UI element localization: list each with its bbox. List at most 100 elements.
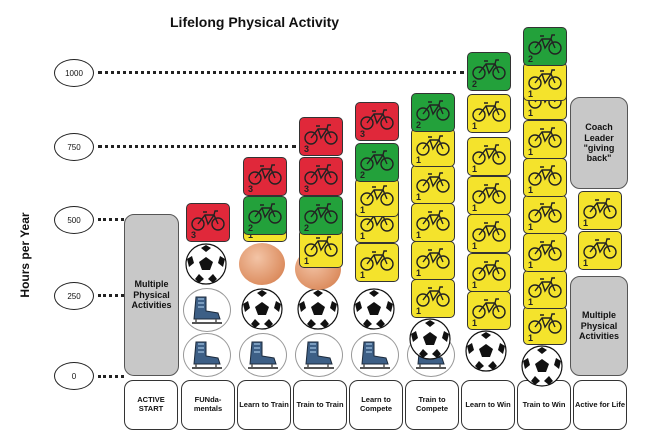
- soccer-ball-icon: [353, 288, 395, 330]
- bicycle-icon: [528, 69, 562, 90]
- multiple-activities-box-right: Multiple Physical Activities: [570, 276, 628, 376]
- tile-number: 1: [583, 258, 589, 268]
- bicycle-icon: [416, 248, 450, 269]
- bicycle-icon: [416, 172, 450, 193]
- tile-number: 1: [416, 192, 422, 202]
- soccer-ball-icon: [295, 288, 341, 330]
- bicycle-tile: 3: [299, 157, 343, 196]
- bicycle-tile: 1: [411, 203, 455, 242]
- gridline-0: [98, 375, 124, 378]
- y-axis-label: Hours per Year: [18, 212, 32, 298]
- gridline-250: [98, 294, 124, 297]
- tile-number: 1: [472, 241, 478, 251]
- tile-number: 1: [583, 218, 589, 228]
- y-tick-1000: 1000: [54, 59, 94, 87]
- tile-number: 2: [304, 223, 310, 233]
- bicycle-icon: [416, 135, 450, 156]
- stage-learn-to-compete: Learn to Compete: [349, 380, 403, 430]
- tile-number: 3: [191, 230, 197, 240]
- tile-number: 1: [528, 185, 534, 195]
- bicycle-tile: 1: [467, 253, 511, 292]
- tile-number: 1: [472, 203, 478, 213]
- stage-learn-to-win: Learn to Win: [461, 380, 515, 430]
- bicycle-icon: [304, 236, 338, 257]
- tile-number: 1: [360, 270, 366, 280]
- bicycle-icon: [360, 150, 394, 171]
- stage-fundamentals: FUNda-mentals: [181, 380, 235, 430]
- bicycle-icon: [472, 298, 506, 319]
- bicycle-icon: [416, 286, 450, 307]
- bicycle-tile: 1: [467, 214, 511, 253]
- bicycle-icon: [528, 165, 562, 186]
- bicycle-icon: [472, 59, 506, 80]
- bicycle-tile: 1: [523, 120, 567, 159]
- page-title: Lifelong Physical Activity: [170, 14, 340, 30]
- bicycle-icon: [472, 183, 506, 204]
- soccer-ball-icon: [351, 288, 397, 330]
- gridline-750: [98, 145, 296, 148]
- soccer-ball-icon: [185, 243, 227, 285]
- soccer-ball-icon: [183, 243, 229, 285]
- stage-active-for-life: Active for Life: [573, 380, 627, 430]
- bicycle-icon: [472, 221, 506, 242]
- bicycle-icon: [304, 164, 338, 185]
- bicycle-tile: 1: [523, 195, 567, 234]
- tile-number: 1: [528, 297, 534, 307]
- gridline-1000: [98, 71, 464, 74]
- bicycle-tile: 1: [299, 229, 343, 268]
- bicycle-tile: 3: [299, 117, 343, 156]
- stage-active-start: ACTIVE START: [124, 380, 178, 430]
- gridline-500: [98, 218, 124, 221]
- y-tick-750: 750: [54, 133, 94, 161]
- tile-number: 3: [304, 144, 310, 154]
- tile-number: 2: [248, 223, 254, 233]
- bicycle-tile: 2: [243, 196, 287, 235]
- bicycle-tile: 2: [355, 143, 399, 182]
- tile-number: 1: [416, 155, 422, 165]
- bicycle-tile: 1: [467, 137, 511, 176]
- tile-number: 1: [360, 231, 366, 241]
- ice-skate-icon: [360, 341, 390, 369]
- tile-number: 1: [360, 205, 366, 215]
- tile-number: 1: [528, 260, 534, 270]
- tile-number: 1: [416, 268, 422, 278]
- tile-number: 1: [528, 222, 534, 232]
- bicycle-tile: 1: [411, 128, 455, 167]
- bicycle-tile: 1: [467, 176, 511, 215]
- tile-number: 1: [248, 230, 254, 240]
- bicycle-tile: 1: [523, 270, 567, 309]
- tile-number: 1: [472, 280, 478, 290]
- bicycle-tile: 1: [578, 191, 622, 230]
- tile-number: 1: [528, 147, 534, 157]
- basketball-icon: [239, 243, 285, 285]
- bicycle-tile: 1: [523, 62, 567, 101]
- bicycle-tile: 3: [243, 157, 287, 196]
- soccer-ball-icon: [465, 330, 507, 372]
- bicycle-tile: 1: [411, 165, 455, 204]
- bicycle-icon: [472, 101, 506, 122]
- tile-number: 1: [416, 306, 422, 316]
- tile-number: 1: [528, 89, 534, 99]
- soccer-ball-icon: [519, 345, 565, 387]
- bicycle-icon: [304, 124, 338, 145]
- bicycle-tile: 1: [467, 291, 511, 330]
- bicycle-icon: [528, 277, 562, 298]
- stage-train-to-win: Train to Win: [517, 380, 571, 430]
- soccer-ball-icon: [521, 345, 563, 387]
- soccer-ball-icon: [407, 318, 453, 360]
- bicycle-tile: 1: [467, 94, 511, 133]
- bicycle-tile: 1: [355, 178, 399, 217]
- bicycle-icon: [528, 313, 562, 334]
- bicycle-tile: 2: [299, 196, 343, 235]
- coach-leader-box: Coach Leader "giving back": [570, 97, 628, 189]
- soccer-ball-icon: [239, 288, 285, 330]
- tile-number: 3: [360, 129, 366, 139]
- ice-skate-icon: [304, 341, 334, 369]
- bicycle-icon: [360, 109, 394, 130]
- bicycle-icon: [528, 202, 562, 223]
- bicycle-icon: [416, 100, 450, 121]
- ice-skate-icon: [183, 333, 231, 377]
- soccer-ball-icon: [409, 318, 451, 360]
- ice-skate-icon: [183, 288, 231, 332]
- ice-skate-icon: [192, 296, 222, 324]
